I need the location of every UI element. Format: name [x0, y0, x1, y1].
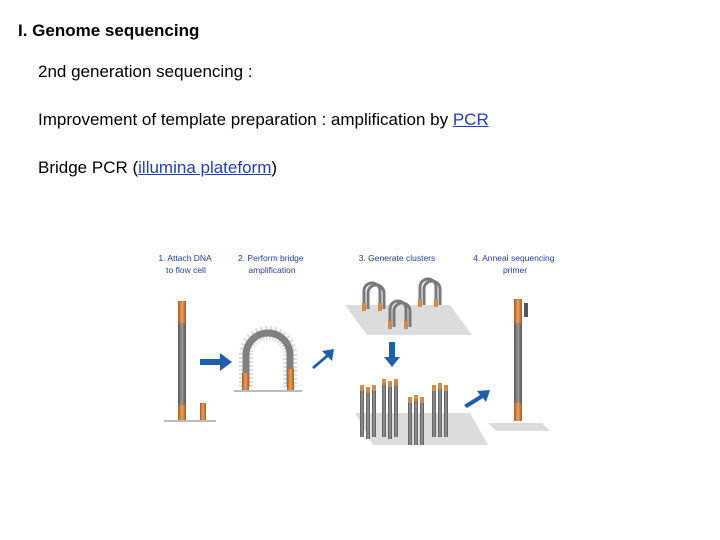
step-1-line1: 1. Attach DNA: [158, 253, 212, 263]
arrow-down-icon: [384, 342, 400, 367]
step-2-label: 2. Perform bridge amplification: [238, 253, 306, 275]
step-3-label: 3. Generate clusters: [359, 253, 436, 263]
subtitle-line: 2nd generation sequencing :: [38, 62, 253, 81]
step-3-clusters: [345, 277, 472, 335]
arrow-2-icon: [312, 349, 334, 369]
step-2-bridge: [234, 326, 302, 392]
step-4-line2: primer: [503, 265, 527, 275]
step-4-label: 4. Anneal sequencing primer: [473, 253, 557, 275]
step-4-line1: 4. Anneal sequencing: [473, 253, 555, 263]
step-1-strand: [164, 301, 216, 422]
step-3-linear-clusters: [355, 379, 488, 445]
bridge-pcr-text: Bridge PCR (: [38, 158, 139, 177]
bridge-pcr-diagram: 1. Attach DNA to flow cell 2. Perform br…: [158, 253, 557, 445]
step-3-line1: 3. Generate clusters: [359, 253, 436, 263]
step-1-line2: to flow cell: [166, 265, 206, 275]
arrow-3-icon: [464, 390, 490, 408]
bridge-pcr-line: Bridge PCR (illumina plateform): [38, 158, 277, 178]
template-preparation-text: Improvement of template preparation : am…: [38, 110, 453, 129]
bridge-pcr-suffix: ): [271, 158, 278, 177]
step-4-strand: [488, 299, 550, 431]
arrow-1-icon: [200, 353, 232, 371]
step-2-line1: 2. Perform bridge: [238, 253, 304, 263]
step-2-line2: amplification: [248, 265, 296, 275]
pcr-link[interactable]: PCR: [452, 110, 489, 129]
page-title: I. Genome sequencing: [18, 21, 200, 40]
illumina-link[interactable]: illumina plateform: [138, 158, 272, 177]
step-1-label: 1. Attach DNA to flow cell: [158, 253, 213, 275]
template-preparation-line: Improvement of template preparation : am…: [38, 110, 489, 130]
